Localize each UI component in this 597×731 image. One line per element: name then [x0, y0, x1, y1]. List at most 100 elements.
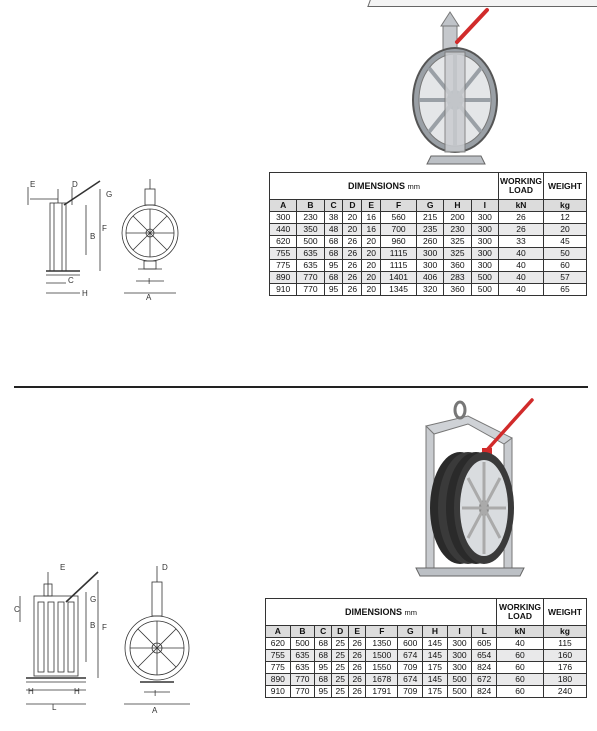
table-cell: 1345 — [380, 283, 417, 296]
dim-label-f: F — [102, 224, 107, 233]
table-cell: 26 — [342, 259, 363, 272]
table-cell: 890 — [265, 673, 291, 686]
table-cell: 40 — [498, 283, 544, 296]
dim2-label-f: F — [102, 623, 107, 632]
table-cell: 26 — [498, 223, 544, 236]
table1-col-h: H — [443, 199, 472, 212]
table-cell: 26 — [342, 247, 363, 260]
table-cell: 1115 — [380, 247, 417, 260]
table-cell: 672 — [471, 673, 497, 686]
table-cell: 230 — [443, 223, 472, 236]
table-cell: 1401 — [380, 271, 417, 284]
table-cell: 26 — [342, 271, 363, 284]
table-cell: 674 — [397, 649, 424, 662]
table-cell: 709 — [397, 685, 424, 698]
table-cell: 68 — [314, 673, 333, 686]
table2-col-f: F — [365, 625, 399, 638]
table-cell: 700 — [380, 223, 417, 236]
dim-label-h: H — [82, 289, 88, 298]
table2-col-b: B — [289, 625, 316, 638]
table-cell: 500 — [470, 271, 500, 284]
table-cell: 1678 — [365, 673, 399, 686]
table2-col-c: C — [314, 625, 333, 638]
table-cell: 33 — [498, 235, 544, 248]
table-cell: 26 — [342, 283, 363, 296]
table-cell: 620 — [265, 637, 291, 650]
table-cell: 26 — [348, 661, 367, 674]
table-cell: 20 — [361, 271, 382, 284]
table-cell: 1550 — [365, 661, 399, 674]
table-cell: 95 — [323, 259, 344, 272]
product-photo-multi-sheave — [415, 398, 534, 577]
dim-label-d: D — [72, 180, 78, 189]
table-cell: 68 — [323, 235, 344, 248]
top-banner-strip — [367, 0, 597, 7]
dim2-label-c: C — [14, 605, 20, 614]
table-cell: 240 — [543, 685, 587, 698]
table-cell: 68 — [314, 649, 333, 662]
table-cell: 95 — [314, 661, 333, 674]
table-cell: 175 — [422, 685, 448, 698]
table-cell: 25 — [331, 649, 350, 662]
table-cell: 180 — [543, 673, 587, 686]
technical-drawing-single-sheave: E D G B F C H I A — [27, 179, 179, 302]
table-cell: 60 — [496, 673, 544, 686]
table-cell: 25 — [331, 673, 350, 686]
table-cell: 20 — [342, 223, 363, 236]
table1-col-a: A — [268, 199, 298, 212]
table-cell: 230 — [296, 211, 325, 224]
table1-header-working-load: WORKING LOAD — [498, 172, 544, 200]
table-cell: 38 — [323, 211, 344, 224]
table2-col-e: E — [348, 625, 367, 638]
table1-col-i: I — [470, 199, 500, 212]
table-cell: 770 — [296, 283, 325, 296]
table-cell: 1500 — [365, 649, 399, 662]
table-cell: 215 — [415, 211, 445, 224]
table-cell: 300 — [470, 223, 500, 236]
table2-header-dimensions: DIMENSIONS mm — [265, 598, 497, 626]
table-cell: 770 — [289, 685, 316, 698]
table1-col-load-unit: kN — [498, 199, 544, 212]
table1-header-weight: WEIGHT — [543, 172, 587, 200]
table2-col-l: L — [471, 625, 497, 638]
table2-col-h: H — [422, 625, 448, 638]
table-cell: 26 — [348, 649, 367, 662]
dim2-label-g: G — [90, 595, 96, 604]
table-cell: 26 — [498, 211, 544, 224]
table-cell: 260 — [415, 235, 445, 248]
table-cell: 25 — [331, 637, 350, 650]
table-cell: 40 — [498, 247, 544, 260]
dim-label-a: A — [146, 293, 152, 302]
table2-col-a: A — [265, 625, 291, 638]
table-cell: 775 — [268, 259, 298, 272]
table-cell: 40 — [496, 637, 544, 650]
table-cell: 635 — [296, 259, 325, 272]
table1-col-b: B — [296, 199, 325, 212]
table2-col-i: I — [446, 625, 473, 638]
table-cell: 325 — [443, 247, 472, 260]
table-cell: 360 — [443, 283, 472, 296]
table-cell: 300 — [446, 637, 473, 650]
table-cell: 1115 — [380, 259, 417, 272]
dim2-label-h2: H — [74, 687, 80, 696]
table2-col-load-unit: kN — [496, 625, 544, 638]
table-cell: 12 — [543, 211, 587, 224]
table-cell: 65 — [543, 283, 587, 296]
dim-label-c: C — [68, 276, 74, 285]
table-cell: 500 — [446, 673, 473, 686]
table-cell: 176 — [543, 661, 587, 674]
table-cell: 824 — [471, 685, 497, 698]
table-cell: 57 — [543, 271, 587, 284]
table-cell: 20 — [342, 211, 363, 224]
table-cell: 145 — [422, 637, 448, 650]
table-cell: 560 — [380, 211, 417, 224]
table1-col-weight-unit: kg — [543, 199, 587, 212]
